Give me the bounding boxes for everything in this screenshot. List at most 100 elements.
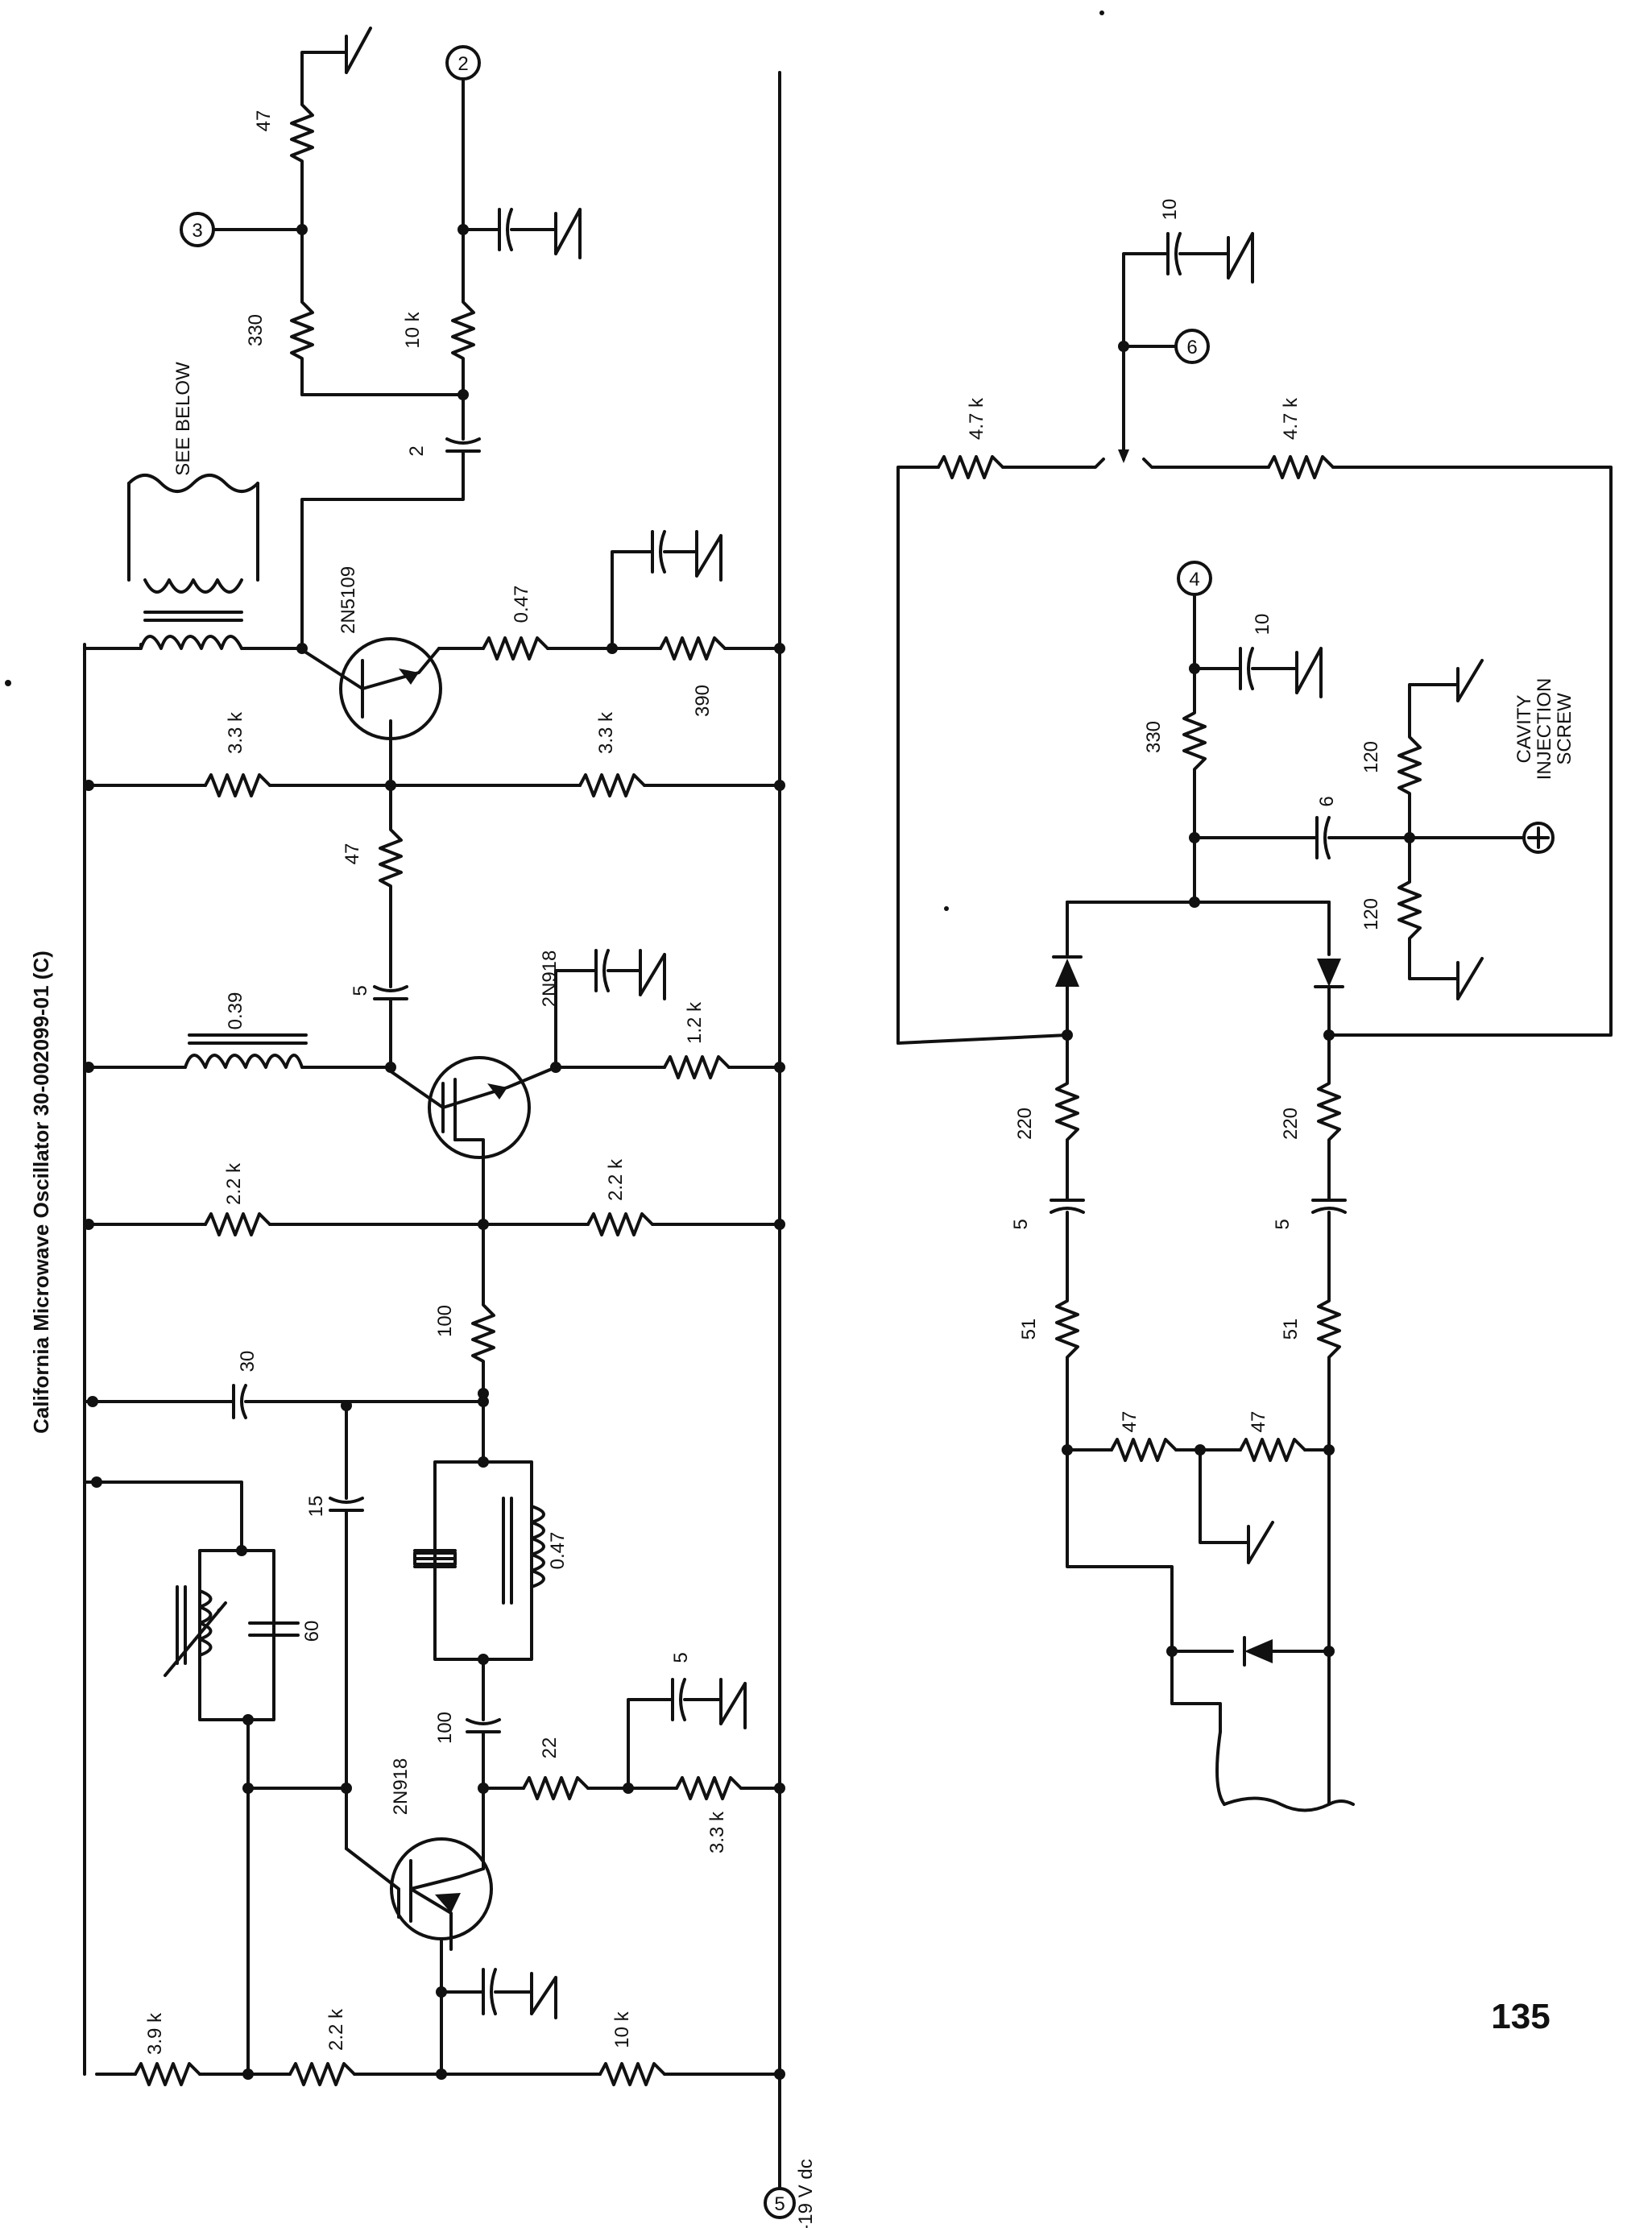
inductor-0.47: 0.47 [502,1497,569,1605]
svg-text:0.47: 0.47 [547,1532,569,1570]
svg-text:100: 100 [434,1712,456,1744]
svg-text:2: 2 [458,53,468,75]
svg-text:120: 120 [1360,898,1382,930]
svg-text:2.2 k: 2.2 k [605,1158,627,1201]
svg-text:4.7 k: 4.7 k [966,397,987,440]
svg-text:2: 2 [406,445,428,456]
svg-text:3: 3 [192,220,202,242]
inductor-0.39: 0.39 [184,992,308,1069]
svg-text:4.7 k: 4.7 k [1280,397,1302,440]
transistor-q3-2n5109: 2N5109 [304,566,442,740]
svg-text:INJECTION: INJECTION [1534,678,1555,781]
resistor-2.2k-mid-right: 2.2 k [586,1158,654,1236]
resistor-3.9k: 3.9 k [134,2012,201,2086]
cap-emitter-q2 [554,949,666,1069]
cap-30: 30 [232,1351,485,1419]
svg-text:6: 6 [1186,337,1197,358]
resistor-100: 100 [434,1223,495,1403]
cavity-injection-screw: CAVITY INJECTION SCREW [1513,678,1575,854]
svg-text:3.9 k: 3.9 k [144,2012,166,2055]
svg-text:47: 47 [342,843,363,865]
svg-text:1.2 k: 1.2 k [684,1001,706,1044]
svg-text:10 k: 10 k [402,311,424,348]
cap-emitter-q1 [440,1968,557,2019]
svg-text:51: 51 [1018,1319,1040,1340]
resistor-47-mid: 47 [342,784,403,920]
svg-text:120: 120 [1360,741,1382,773]
resistor-3.3k-bottom: 3.3 k [675,1776,743,1853]
cap-60: 60 [248,1621,323,1642]
resistor-390: 390 [659,636,727,717]
resistor-120-lower: 120 [1360,836,1484,1000]
resistor-10k-top: 10 k [402,228,475,396]
cap-5-right: 5 [1272,1199,1347,1290]
cap-emitter-q3 [611,530,722,650]
resistor-10k-bottom: 10 k [598,2011,666,2086]
terminal-4: 5 [764,2187,796,2219]
svg-text:CAVITY: CAVITY [1513,695,1535,764]
svg-text:10 k: 10 k [611,2011,633,2048]
terminal-3: 3 [180,212,215,247]
svg-text:2.2 k: 2.2 k [325,2008,347,2051]
inductor-variable [164,1585,227,1677]
svg-text:330: 330 [245,314,267,346]
cap-5-bottom: 5 [627,1652,747,1790]
svg-text:22: 22 [539,1737,561,1759]
svg-text:220: 220 [1014,1108,1036,1140]
svg-text:51: 51 [1280,1319,1302,1340]
resistor-4.7k-left: 4.7 k [937,397,1004,479]
resistor-3.3k-left: 3.3 k [204,711,271,797]
cap-100: 100 [434,1658,501,1744]
resistor-47-right-a: 47 [1110,1411,1178,1462]
cap-10-mid: 10 [1193,614,1323,698]
resistor-330-top: 330 [245,228,314,396]
resistor-47-right-b: 47 [1239,1411,1306,1462]
cap-6: 6 [1193,796,1411,859]
svg-text:5: 5 [1272,1219,1294,1229]
resistor-1.2k: 1.2 k [663,1001,731,1079]
svg-text:5: 5 [670,1652,692,1663]
terminal-2: 2 [445,45,481,81]
svg-text:15: 15 [305,1496,327,1518]
svg-text:0.39: 0.39 [225,992,246,1030]
svg-text:220: 220 [1280,1108,1302,1140]
crystal [413,1541,457,1580]
svg-text:SEE BELOW: SEE BELOW [172,362,194,476]
svg-text:10: 10 [1252,614,1273,636]
resistor-220-left: 220 [1014,1033,1079,1202]
svg-text:330: 330 [1143,721,1165,753]
transformer: SEE BELOW [127,362,304,650]
svg-text:100: 100 [434,1305,456,1337]
svg-text:2.2 k: 2.2 k [223,1162,245,1205]
page-title: California Microwave Oscillator 30-00209… [29,950,53,1434]
transistor-q1-2n918: 2N918 [345,1758,493,1951]
svg-text:0.47: 0.47 [511,586,532,623]
resistor-330-right: 330 [1143,667,1207,839]
svg-text:47: 47 [1248,1411,1269,1433]
resistor-51-right: 51 [1280,1287,1341,1452]
terminal-6: 6 [1174,329,1210,364]
cap-top-2 [462,208,582,259]
resistor-220-right: 220 [1280,1033,1341,1202]
resistor-3.3k-right: 3.3 k [578,711,646,797]
resistor-0.47: 0.47 [482,586,549,661]
svg-text:3.3 k: 3.3 k [225,711,246,754]
svg-text:6: 6 [1316,796,1338,806]
svg-text:30: 30 [237,1351,259,1373]
resistor-47-top: 47 [253,51,348,231]
svg-text:2N918: 2N918 [390,1758,412,1816]
resistor-2.2k-mid-left: 2.2 k [204,1162,271,1236]
resistor-51-left: 51 [1018,1287,1079,1452]
svg-text:SCREW: SCREW [1554,693,1575,765]
svg-text:5: 5 [350,985,371,996]
cap-10-top: 10 [1122,199,1254,348]
terminal-5: 4 [1177,561,1212,596]
diode-left [1052,901,1083,1037]
page-number: 135 [1491,1997,1550,2036]
supply-label: -19 V dc [795,2159,817,2228]
svg-text:5: 5 [1010,1219,1032,1229]
svg-text:47: 47 [1119,1411,1141,1433]
svg-text:2N5109: 2N5109 [337,566,359,634]
cap-15: 15 [305,1404,364,1518]
